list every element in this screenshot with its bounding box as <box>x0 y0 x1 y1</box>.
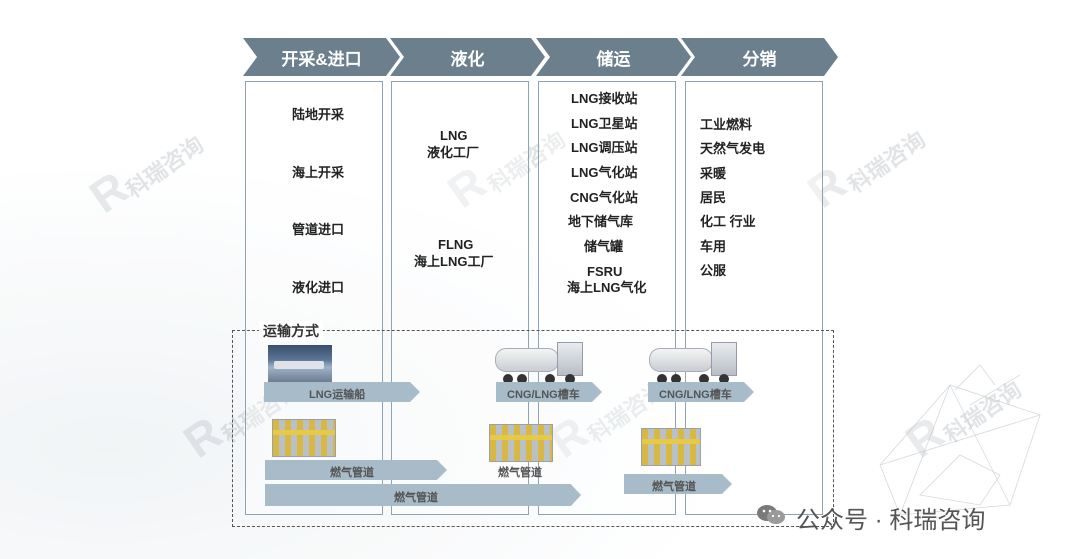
item-heating: 采暖 <box>700 166 727 181</box>
item-flng-line1: FLNG <box>438 237 474 252</box>
pipeline-image <box>489 424 553 462</box>
pipeline-flow-label-4: 燃气管道 <box>652 481 696 493</box>
tanker-truck-image <box>649 342 737 388</box>
item-flng-line2: 海上LNG工厂 <box>414 254 494 269</box>
stage-header-distribution: 分销 <box>681 38 838 76</box>
truck-flow-label-1: CNG/LNG槽车 <box>507 389 580 401</box>
item-lng-terminal: LNG接收站 <box>571 91 638 106</box>
item-offshore-regasification: 海上LNG气化 <box>567 280 647 295</box>
wireframe-decoration <box>879 364 1041 516</box>
item-lng-import: 液化进口 <box>292 280 345 295</box>
truck-flow-label-2: CNG/LNG槽车 <box>659 389 732 401</box>
stage-header-extraction: 开采&进口 <box>243 38 400 76</box>
item-industrial-fuel: 工业燃料 <box>700 117 753 132</box>
item-lng-satellite-station: LNG卫星站 <box>571 116 638 131</box>
pipeline-flow-label-1: 燃气管道 <box>330 467 374 479</box>
ship-flow-arrow <box>264 382 420 402</box>
pipeline-flow-label-2: 燃气管道 <box>498 467 542 479</box>
item-pipeline-import: 管道进口 <box>292 222 345 237</box>
pipeline-image <box>641 428 701 466</box>
item-lng-regulating-station: LNG调压站 <box>571 140 638 155</box>
item-lng-plant-line2: 液化工厂 <box>427 145 480 160</box>
item-lng-plant-line1: LNG <box>440 128 468 143</box>
ship-flow-label: LNG运输船 <box>309 389 366 401</box>
item-land-extraction: 陆地开采 <box>292 107 345 122</box>
tanker-truck-image <box>495 342 583 388</box>
item-lng-gasification-station: LNG气化站 <box>571 165 638 180</box>
item-gas-tank: 储气罐 <box>584 239 624 254</box>
pipeline-flow-arrow-3 <box>265 484 581 506</box>
pipeline-flow-label-3: 燃气管道 <box>394 492 438 504</box>
item-cng-gasification-station: CNG气化站 <box>570 190 638 205</box>
item-vehicle: 车用 <box>700 239 727 254</box>
item-chemical-industry: 化工 行业 <box>700 214 756 229</box>
transport-region <box>232 330 834 527</box>
footer-account: 公众号 · 科瑞咨询 <box>796 507 986 534</box>
item-underground-storage: 地下储气库 <box>568 214 634 229</box>
pipeline-image <box>272 419 336 457</box>
column-distribution <box>685 81 823 515</box>
item-gas-power: 天然气发电 <box>700 141 766 156</box>
lng-ship-image <box>268 345 332 382</box>
truck-flow-arrow-2 <box>648 382 754 402</box>
item-offshore-extraction: 海上开采 <box>292 165 345 180</box>
truck-flow-arrow-1 <box>496 382 602 402</box>
item-public-service: 公服 <box>700 263 727 278</box>
transport-title: 运输方式 <box>259 321 323 341</box>
wechat-icon <box>757 505 785 524</box>
pipeline-flow-arrow-1 <box>265 460 447 480</box>
item-fsru: FSRU <box>587 264 623 279</box>
stage-header-storage: 储运 <box>536 38 691 76</box>
pipeline-flow-arrow-4 <box>624 474 732 494</box>
stage-header-liquefaction: 液化 <box>390 38 545 76</box>
item-residential: 居民 <box>700 190 727 205</box>
